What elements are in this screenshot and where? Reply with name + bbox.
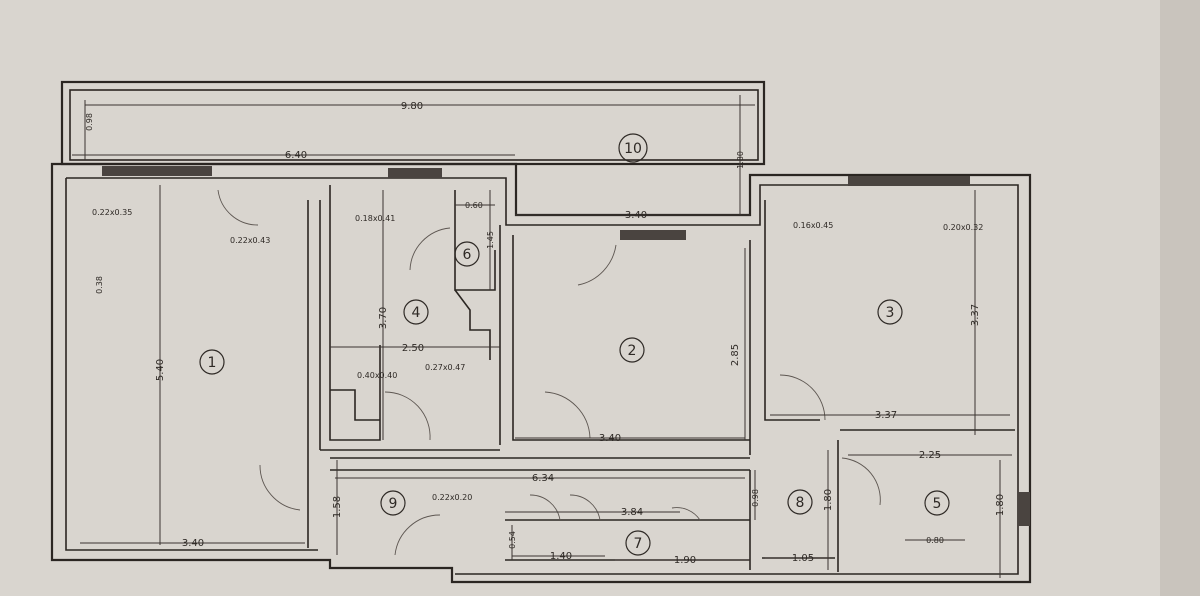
room-9-label: 9 [380, 490, 406, 516]
dim-room4-niche2: 0.27x0.47 [425, 363, 465, 372]
room-7-label: 7 [625, 530, 651, 556]
dim-room7-length: 3.84 [621, 507, 643, 518]
dim-room8-top: 0.98 [751, 489, 760, 507]
dim-room8-width: 1.05 [792, 553, 814, 564]
dim-room7-depth: 0.54 [508, 531, 517, 549]
room-labels: 1 2 3 4 5 6 7 8 [199, 133, 950, 556]
room-10-label: 10 [618, 133, 648, 163]
dim-room6-width: 0.60 [465, 201, 483, 210]
dim-room7-left: 1.40 [550, 551, 572, 562]
dimension-lines [72, 95, 1012, 578]
dim-room5-height: 1.80 [995, 494, 1006, 516]
room-3-number: 3 [886, 305, 895, 321]
dim-room4-height: 3.70 [378, 307, 389, 329]
room-6-number: 6 [463, 247, 472, 263]
dim-room5-inner: 0.80 [926, 536, 944, 545]
dim-room1-width: 3.40 [182, 538, 204, 549]
dim-balcony-inner: 3.40 [625, 210, 647, 221]
dim-room5-width: 2.25 [919, 450, 941, 461]
room-2-label: 2 [619, 337, 645, 363]
door-swings [217, 189, 881, 556]
dim-room4-width: 2.50 [402, 343, 424, 354]
dim-hall-length: 6.34 [532, 473, 554, 484]
room-4-number: 4 [412, 305, 421, 321]
room-4-label: 4 [403, 299, 429, 325]
dim-room4-niche: 0.18x0.41 [355, 214, 395, 223]
dim-room3-height: 3.37 [970, 304, 981, 326]
dim-room1-pillar: 0.38 [95, 276, 104, 294]
dimension-labels: 9.80 0.98 6.40 1.80 3.40 0.22x0.35 0.22x… [85, 101, 1006, 566]
dim-room3-width: 3.37 [875, 410, 897, 421]
dim-room3-niche-left: 0.16x0.45 [793, 221, 833, 230]
room-6-label: 6 [454, 241, 480, 267]
room-5-number: 5 [933, 496, 942, 512]
room-8-number: 8 [796, 495, 805, 511]
windows [102, 166, 1030, 526]
dim-room4-niche3: 0.40x0.40 [357, 371, 397, 380]
room-3-label: 3 [877, 299, 903, 325]
room-10-number: 10 [624, 141, 642, 157]
room-9-number: 9 [389, 496, 398, 512]
paper-edge [1160, 0, 1200, 596]
dim-room1-height: 5.40 [155, 359, 166, 381]
dim-hall-height: 1.58 [332, 496, 343, 518]
dim-balcony-depth-right: 1.80 [736, 151, 745, 169]
dim-room3-niche-right: 0.20x0.32 [943, 223, 983, 232]
room-8-label: 8 [787, 489, 813, 515]
dim-room6-height: 1.45 [486, 231, 495, 249]
dim-hall-niche: 0.22x0.20 [432, 493, 472, 502]
dim-room8-height: 1.80 [823, 489, 834, 511]
dim-room7-right: 1.90 [674, 555, 696, 566]
dim-top-length: 6.40 [285, 150, 307, 161]
dim-room2-width: 3.40 [599, 433, 621, 444]
room-7-number: 7 [634, 536, 643, 552]
room-5-label: 5 [924, 490, 950, 516]
dim-room2-height: 2.85 [730, 344, 741, 366]
room-1-number: 1 [208, 355, 217, 371]
dim-room1-niche-door: 0.22x0.43 [230, 236, 270, 245]
room-2-number: 2 [628, 343, 637, 359]
dim-balcony-length: 9.80 [401, 101, 423, 112]
dim-balcony-depth-left: 0.98 [85, 113, 94, 131]
dim-room1-niche: 0.22x0.35 [92, 208, 132, 217]
room-1-label: 1 [199, 349, 225, 375]
